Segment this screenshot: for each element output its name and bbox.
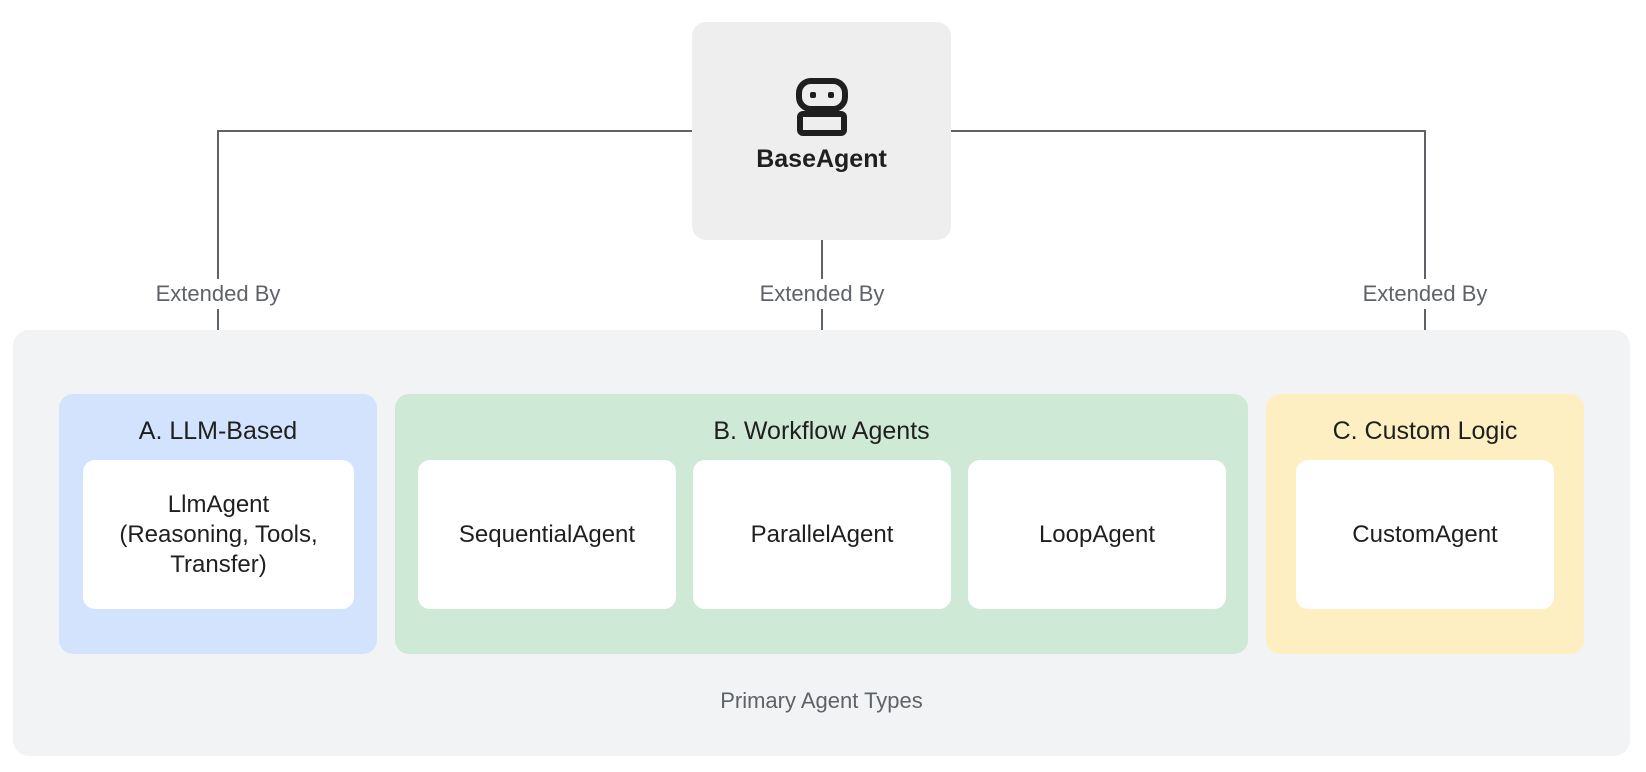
group-title-llm-based: A. LLM-Based xyxy=(138,417,298,445)
card-llm-agent: LlmAgent (Reasoning, Tools, Transfer) xyxy=(83,460,354,609)
card-loop-agent: LoopAgent xyxy=(968,460,1226,609)
group-title-workflow-agents: B. Workflow Agents xyxy=(713,417,930,445)
edge-label-llm: Extended By xyxy=(118,279,318,309)
card-sequential-agent: SequentialAgent xyxy=(418,460,676,609)
edge-label-custom: Extended By xyxy=(1325,279,1525,309)
panel-caption: Primary Agent Types xyxy=(720,688,923,713)
edge-label-workflow: Extended By xyxy=(722,279,922,309)
base-agent-label: BaseAgent xyxy=(756,145,887,173)
robot-icon xyxy=(796,78,848,136)
group-title-custom-logic: C. Custom Logic xyxy=(1332,417,1518,445)
card-custom-agent: CustomAgent xyxy=(1296,460,1554,609)
card-parallel-agent: ParallelAgent xyxy=(693,460,951,609)
